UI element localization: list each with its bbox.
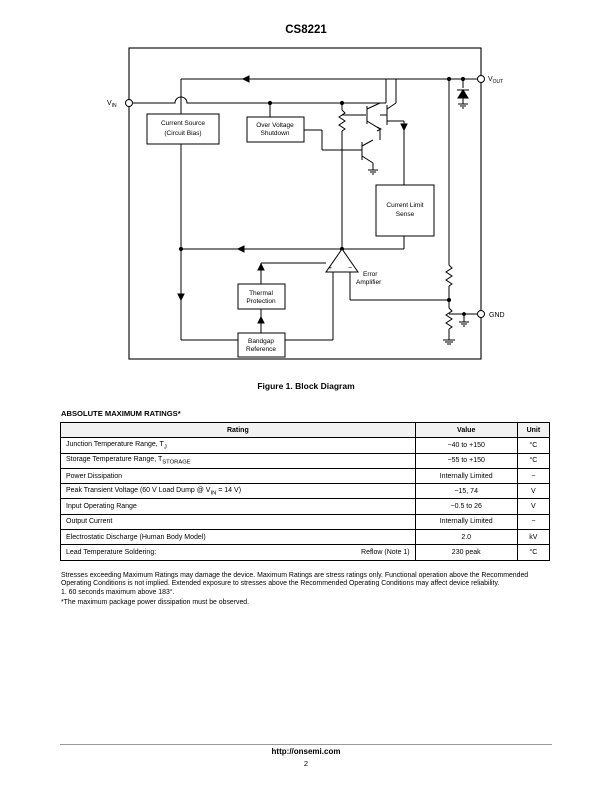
unit-cell: V bbox=[516, 498, 551, 515]
ratings-notes: Stresses exceeding Maximum Ratings may d… bbox=[61, 572, 551, 608]
vout-pin-sub: OUT bbox=[493, 79, 504, 85]
vin-pin-label: V bbox=[107, 100, 112, 107]
vout-pin-label: V bbox=[488, 76, 493, 83]
rating-cell: Peak Transient Voltage (60 V Load Dump @… bbox=[60, 483, 416, 500]
current-source-label-2: (Circuit Bias) bbox=[164, 130, 201, 137]
value-cell: −40 to +150 bbox=[414, 437, 518, 454]
rating-cell: Lead Temperature Soldering:Reflow (Note … bbox=[60, 544, 416, 561]
current-source-label-1: Current Source bbox=[161, 120, 205, 127]
table-row: Output Current Internally Limited − bbox=[60, 513, 551, 531]
header-rating: Rating bbox=[60, 421, 416, 439]
table-row: Electrostatic Discharge (Human Body Mode… bbox=[60, 529, 551, 546]
bandgap-label-2: Reference bbox=[246, 346, 276, 353]
footer-divider bbox=[60, 744, 552, 745]
resistor-divider-top bbox=[445, 264, 453, 287]
ratings-title: ABSOLUTE MAXIMUM RATINGS* bbox=[61, 409, 181, 418]
footer-url: http://onsemi.com bbox=[271, 747, 341, 756]
rating-cell: Junction Temperature Range, TJ bbox=[60, 437, 416, 454]
table-row: Input Operating Range −0.5 to 26 V bbox=[60, 498, 551, 515]
arrow-thermal bbox=[257, 262, 265, 271]
unit-cell: V bbox=[516, 483, 551, 500]
ratings-header-row: Rating Value Unit bbox=[60, 421, 551, 439]
over-voltage-block bbox=[246, 116, 305, 143]
rating-cell: Output Current bbox=[60, 513, 416, 531]
over-voltage-label-1: Over Voltage bbox=[256, 122, 294, 129]
header-value: Value bbox=[414, 421, 518, 439]
gnd-pin bbox=[477, 310, 485, 318]
error-amp-label-1: Error bbox=[363, 271, 378, 278]
vin-pin bbox=[125, 99, 133, 107]
over-voltage-label-2: Shutdown bbox=[261, 130, 290, 137]
table-row: Junction Temperature Range, TJ −40 to +1… bbox=[60, 437, 551, 454]
table-row: Power Dissipation Internally Limited − bbox=[60, 467, 551, 485]
current-limit-label-2: Sense bbox=[396, 211, 415, 218]
arrow-bandgap bbox=[257, 315, 265, 324]
svg-text:VIN: VIN bbox=[107, 100, 117, 109]
stress-note: Stresses exceeding Maximum Ratings may d… bbox=[61, 572, 529, 588]
arrow-bias bbox=[236, 245, 245, 253]
unit-cell: kV bbox=[516, 529, 551, 546]
bandgap-label-1: Bandgap bbox=[248, 338, 274, 345]
error-amp-minus: − bbox=[348, 265, 352, 272]
resistor-divider-bottom bbox=[445, 307, 453, 330]
rating-cell: Storage Temperature Range, TSTORAGE bbox=[60, 452, 416, 469]
value-cell: −15, 74 bbox=[414, 483, 518, 500]
current-limit-label-1: Current Limit bbox=[386, 202, 423, 209]
svg-text:VOUT: VOUT bbox=[488, 76, 503, 85]
rating-condition: Reflow (Note 1) bbox=[361, 549, 410, 557]
page-number: 2 bbox=[303, 759, 309, 768]
thermal-label-1: Thermal bbox=[249, 290, 273, 297]
unit-cell: °C bbox=[516, 452, 551, 469]
gnd-pin-label: GND bbox=[489, 312, 505, 319]
value-cell: 230 peak bbox=[414, 544, 518, 561]
rating-cell: Power Dissipation bbox=[60, 467, 416, 485]
note-1: 1. 60 seconds maximum above 183°. bbox=[61, 588, 175, 596]
current-limit-block bbox=[375, 184, 435, 237]
unit-cell: °C bbox=[516, 544, 551, 561]
vin-pin-sub: IN bbox=[112, 103, 117, 109]
arrow-current-sense bbox=[400, 123, 408, 132]
error-amplifier bbox=[325, 248, 359, 273]
thermal-label-2: Protection bbox=[246, 298, 276, 305]
error-amp-label-2: Amplifier bbox=[356, 279, 382, 286]
unit-cell: − bbox=[516, 513, 551, 531]
figure-caption: Figure 1. Block Diagram bbox=[257, 381, 355, 391]
unit-cell: − bbox=[516, 467, 551, 485]
value-cell: Internally Limited bbox=[414, 513, 518, 531]
bandgap-reference-block bbox=[237, 332, 286, 358]
footnote: *The maximum package power dissipation m… bbox=[61, 599, 250, 607]
table-row: Lead Temperature Soldering:Reflow (Note … bbox=[60, 544, 551, 561]
rating-cell: Input Operating Range bbox=[60, 498, 416, 515]
vin-bus bbox=[133, 96, 386, 104]
thermal-protection-block bbox=[237, 283, 286, 310]
package-outline bbox=[128, 47, 482, 360]
error-amp-plus: + bbox=[328, 265, 332, 272]
page-header-part-number: CS8221 bbox=[285, 24, 327, 36]
vout-pin bbox=[477, 75, 485, 83]
current-source-block bbox=[146, 113, 220, 145]
value-cell: 2.0 bbox=[414, 529, 518, 546]
unit-cell: °C bbox=[516, 437, 551, 454]
table-row: Peak Transient Voltage (60 V Load Dump @… bbox=[60, 483, 551, 500]
header-unit: Unit bbox=[516, 421, 551, 439]
rating-cell: Electrostatic Discharge (Human Body Mode… bbox=[60, 529, 416, 546]
table-row: Storage Temperature Range, TSTORAGE −55 … bbox=[60, 452, 551, 469]
value-cell: Internally Limited bbox=[414, 467, 518, 485]
bias-resistor bbox=[338, 109, 346, 132]
block-diagram: VIN VOUT GND Current Source (Circuit Bia… bbox=[107, 47, 505, 360]
arrow-top bbox=[241, 75, 250, 83]
ratings-table: Rating Value Unit Junction Temperature R… bbox=[60, 421, 551, 561]
value-cell: −55 to +150 bbox=[414, 452, 518, 469]
value-cell: −0.5 to 26 bbox=[414, 498, 518, 515]
zener-diode bbox=[457, 89, 469, 99]
